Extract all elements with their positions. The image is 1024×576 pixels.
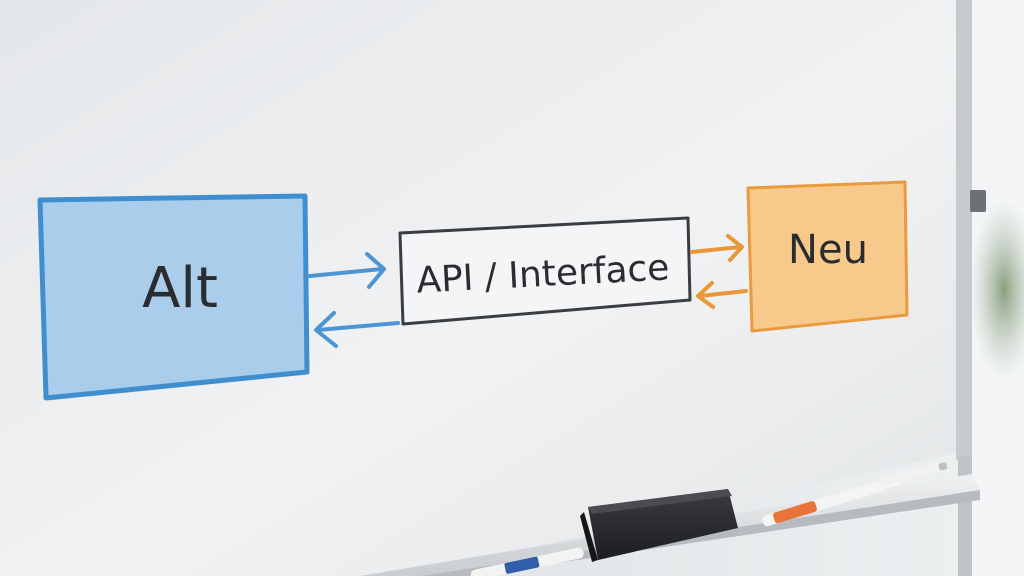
box-alt-label: Alt — [142, 256, 218, 321]
arrow-api-to-alt — [314, 311, 400, 348]
eraser — [580, 489, 738, 562]
box-neu-label: Neu — [788, 227, 868, 273]
whiteboard-frame — [956, 0, 972, 460]
box-alt: Alt — [37, 193, 310, 401]
marker-white — [880, 462, 948, 486]
arrow-api-to-neu — [690, 234, 744, 262]
arrow-neu-to-api — [696, 281, 748, 309]
frame-clip — [970, 190, 986, 212]
marker-blue — [470, 547, 584, 576]
box-alt-shape — [37, 193, 310, 401]
arrow-alt-to-api — [308, 252, 386, 289]
box-api: API / Interface — [398, 216, 692, 326]
whiteboard-stand — [958, 456, 972, 576]
plant-blur — [970, 200, 1024, 380]
box-api-shape — [398, 216, 692, 326]
box-neu: Neu — [746, 180, 909, 333]
box-neu-shape — [746, 180, 909, 333]
